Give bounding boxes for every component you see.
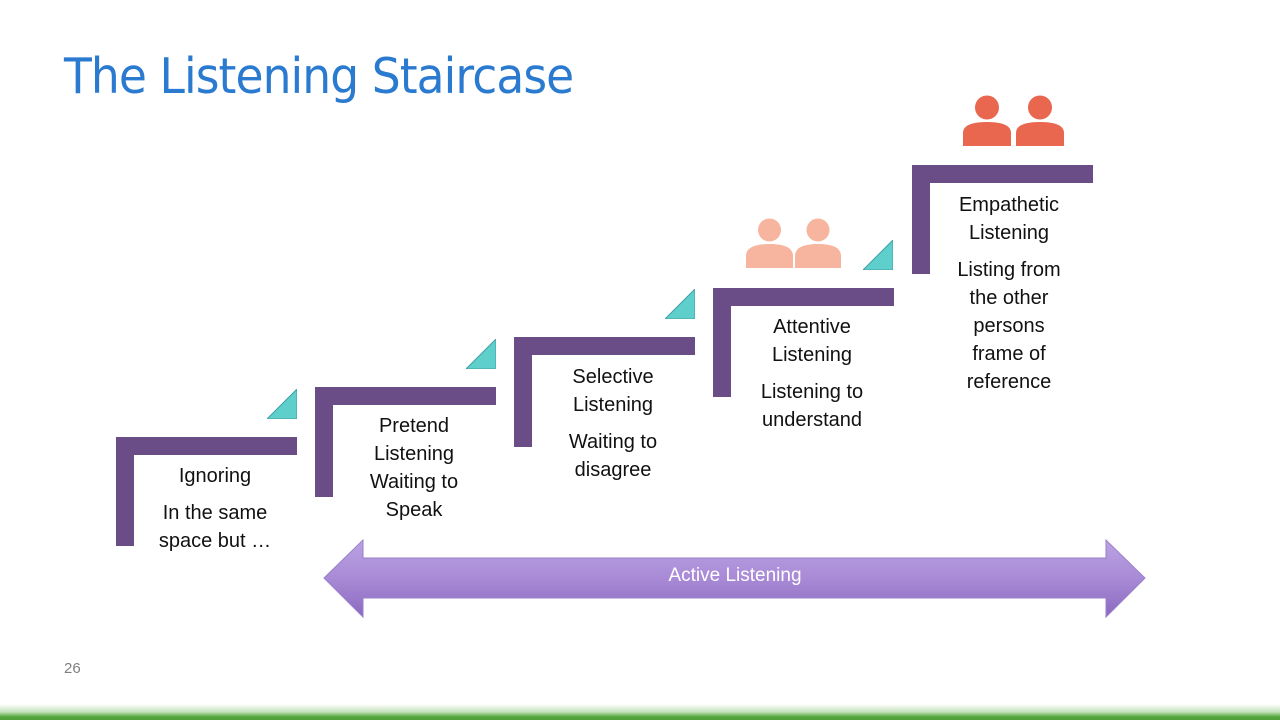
description-line: disagree [574,459,652,481]
step-title: Listening [572,394,654,416]
description-line: space but … [158,530,272,552]
step-attentive-listening-text: Attentive Listening Listening to underst… [727,313,897,434]
triangle-icon [466,339,496,369]
step-bar-vertical [116,437,134,546]
step-title: Listening [373,443,455,465]
step-title: Listening [771,344,853,366]
step-description: Listening to understand [727,378,897,434]
step-bar-horizontal [315,387,496,405]
people-icon [963,95,1064,146]
description-line: In the same [162,502,268,524]
description-line: Waiting to [568,431,658,453]
step-empathetic-listening-text: Empathetic Listening Listing from the ot… [924,191,1094,396]
triangle-icon [863,240,893,270]
description-line: the other [969,287,1049,309]
step-title: Attentive [773,316,851,338]
triangle-icon [267,389,297,419]
description-line: Speak [385,499,443,521]
step-bar-horizontal [713,288,894,306]
description-line: Waiting to [369,471,459,493]
step-description: Listing from the other persons frame of … [924,256,1094,396]
step-title: Ignoring [178,465,252,487]
step-title: Pretend [378,415,450,437]
step-bar-horizontal [514,337,695,355]
step-bar-vertical [514,337,532,447]
description-line: frame of [972,343,1046,365]
arrow-label: Active Listening [668,565,802,586]
description-line: Listing from [957,259,1061,281]
description-line: reference [966,371,1052,393]
description-line: Listening to [760,381,864,403]
step-title: Empathetic [958,194,1060,216]
slide-title: The Listening Staircase [64,48,574,105]
page-number: 26 [64,660,81,677]
step-bar-vertical [713,288,731,397]
people-icon [746,218,841,268]
step-title: Selective [572,366,654,388]
step-bar-horizontal [912,165,1093,183]
description-line: understand [761,409,863,431]
description-line: persons [973,315,1045,337]
step-title: Listening [968,222,1050,244]
step-description: In the same space but … [130,499,300,555]
step-pretend-listening-text: Pretend Listening Waiting to Speak [329,412,499,524]
step-bar-vertical [912,165,930,274]
footer-band [0,704,1280,720]
step-selective-listening-text: Selective Listening Waiting to disagree [528,363,698,484]
triangle-icon [665,289,695,319]
step-ignoring-text: Ignoring In the same space but … [130,462,300,555]
step-bar-vertical [315,387,333,497]
step-bar-horizontal [116,437,297,455]
step-description: Waiting to disagree [528,428,698,484]
